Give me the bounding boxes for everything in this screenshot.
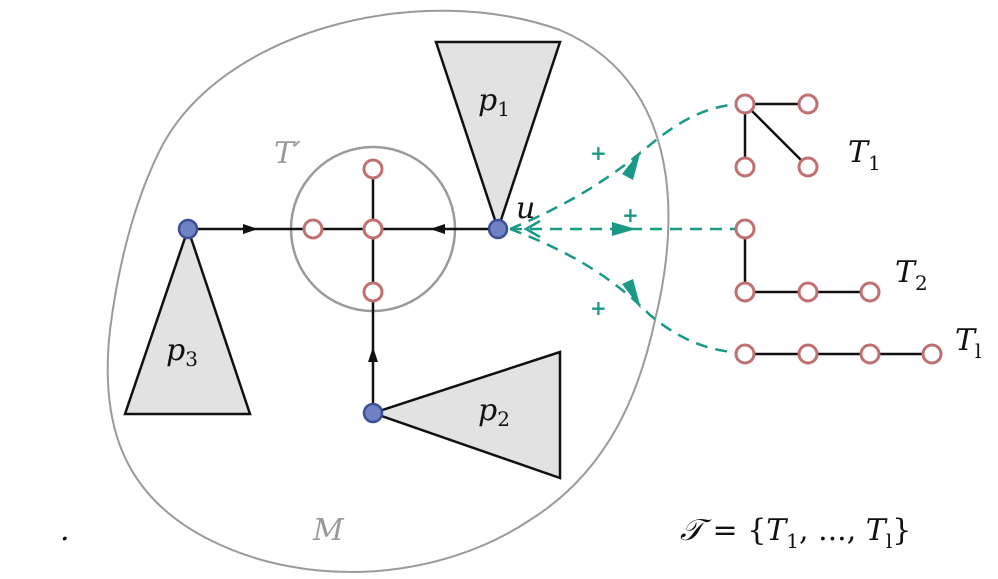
tprime-node-center [362, 218, 384, 240]
dashed-u-to-T1 [509, 102, 746, 231]
T2-node-2 [797, 281, 819, 303]
T1-node-down [734, 156, 756, 178]
label-dot: . [60, 513, 70, 548]
label-T1: T1 [848, 135, 881, 175]
label-p2: p2 [478, 393, 510, 431]
arrow-p2-to-Tprime [368, 347, 378, 362]
green-arrow-back [523, 219, 541, 239]
label-set-T: 𝒯 = {T1, ..., Tl} [680, 513, 911, 553]
Tl-node-4 [921, 343, 943, 365]
tprime-node-top [362, 158, 384, 180]
node-p2-apex [362, 402, 384, 424]
triangle-p1 [434, 40, 562, 233]
plus-T1: + [590, 141, 607, 165]
triangle-p3 [123, 225, 252, 416]
label-p1: p1 [478, 83, 510, 121]
Tl-node-3 [859, 343, 881, 365]
T1-node-diag [797, 156, 819, 178]
Tl-node-2 [797, 343, 819, 365]
label-Tl: Tl [955, 323, 981, 363]
arrow-u-to-Tprime [430, 224, 445, 234]
T1-edge-3 [744, 103, 809, 168]
Tl-node-1 [734, 343, 756, 365]
tprime-node-left [302, 218, 324, 240]
label-p3: p3 [166, 333, 198, 371]
region-M-outline [106, 9, 670, 573]
label-T2: T2 [895, 255, 928, 295]
green-arrow-T2 [612, 222, 636, 236]
arrow-p3-to-Tprime [243, 224, 258, 234]
label-M: M [312, 513, 345, 548]
label-T-prime: T′ [274, 136, 301, 171]
T2-node-top [734, 218, 756, 240]
T1-node-right [797, 93, 819, 115]
T2-node-1 [734, 281, 756, 303]
T1-node-root [734, 93, 756, 115]
dashed-u-to-Tl [509, 227, 746, 355]
plus-T2: + [622, 203, 639, 227]
tprime-node-bottom [362, 281, 384, 303]
node-p3-apex [177, 218, 199, 240]
plus-Tl: + [590, 296, 607, 320]
green-arrow-T1 [622, 150, 641, 180]
node-u [487, 218, 509, 240]
T2-node-3 [859, 281, 881, 303]
triangle-p2 [369, 350, 562, 480]
green-arrow-Tl [622, 279, 641, 309]
label-u: u [516, 191, 535, 226]
